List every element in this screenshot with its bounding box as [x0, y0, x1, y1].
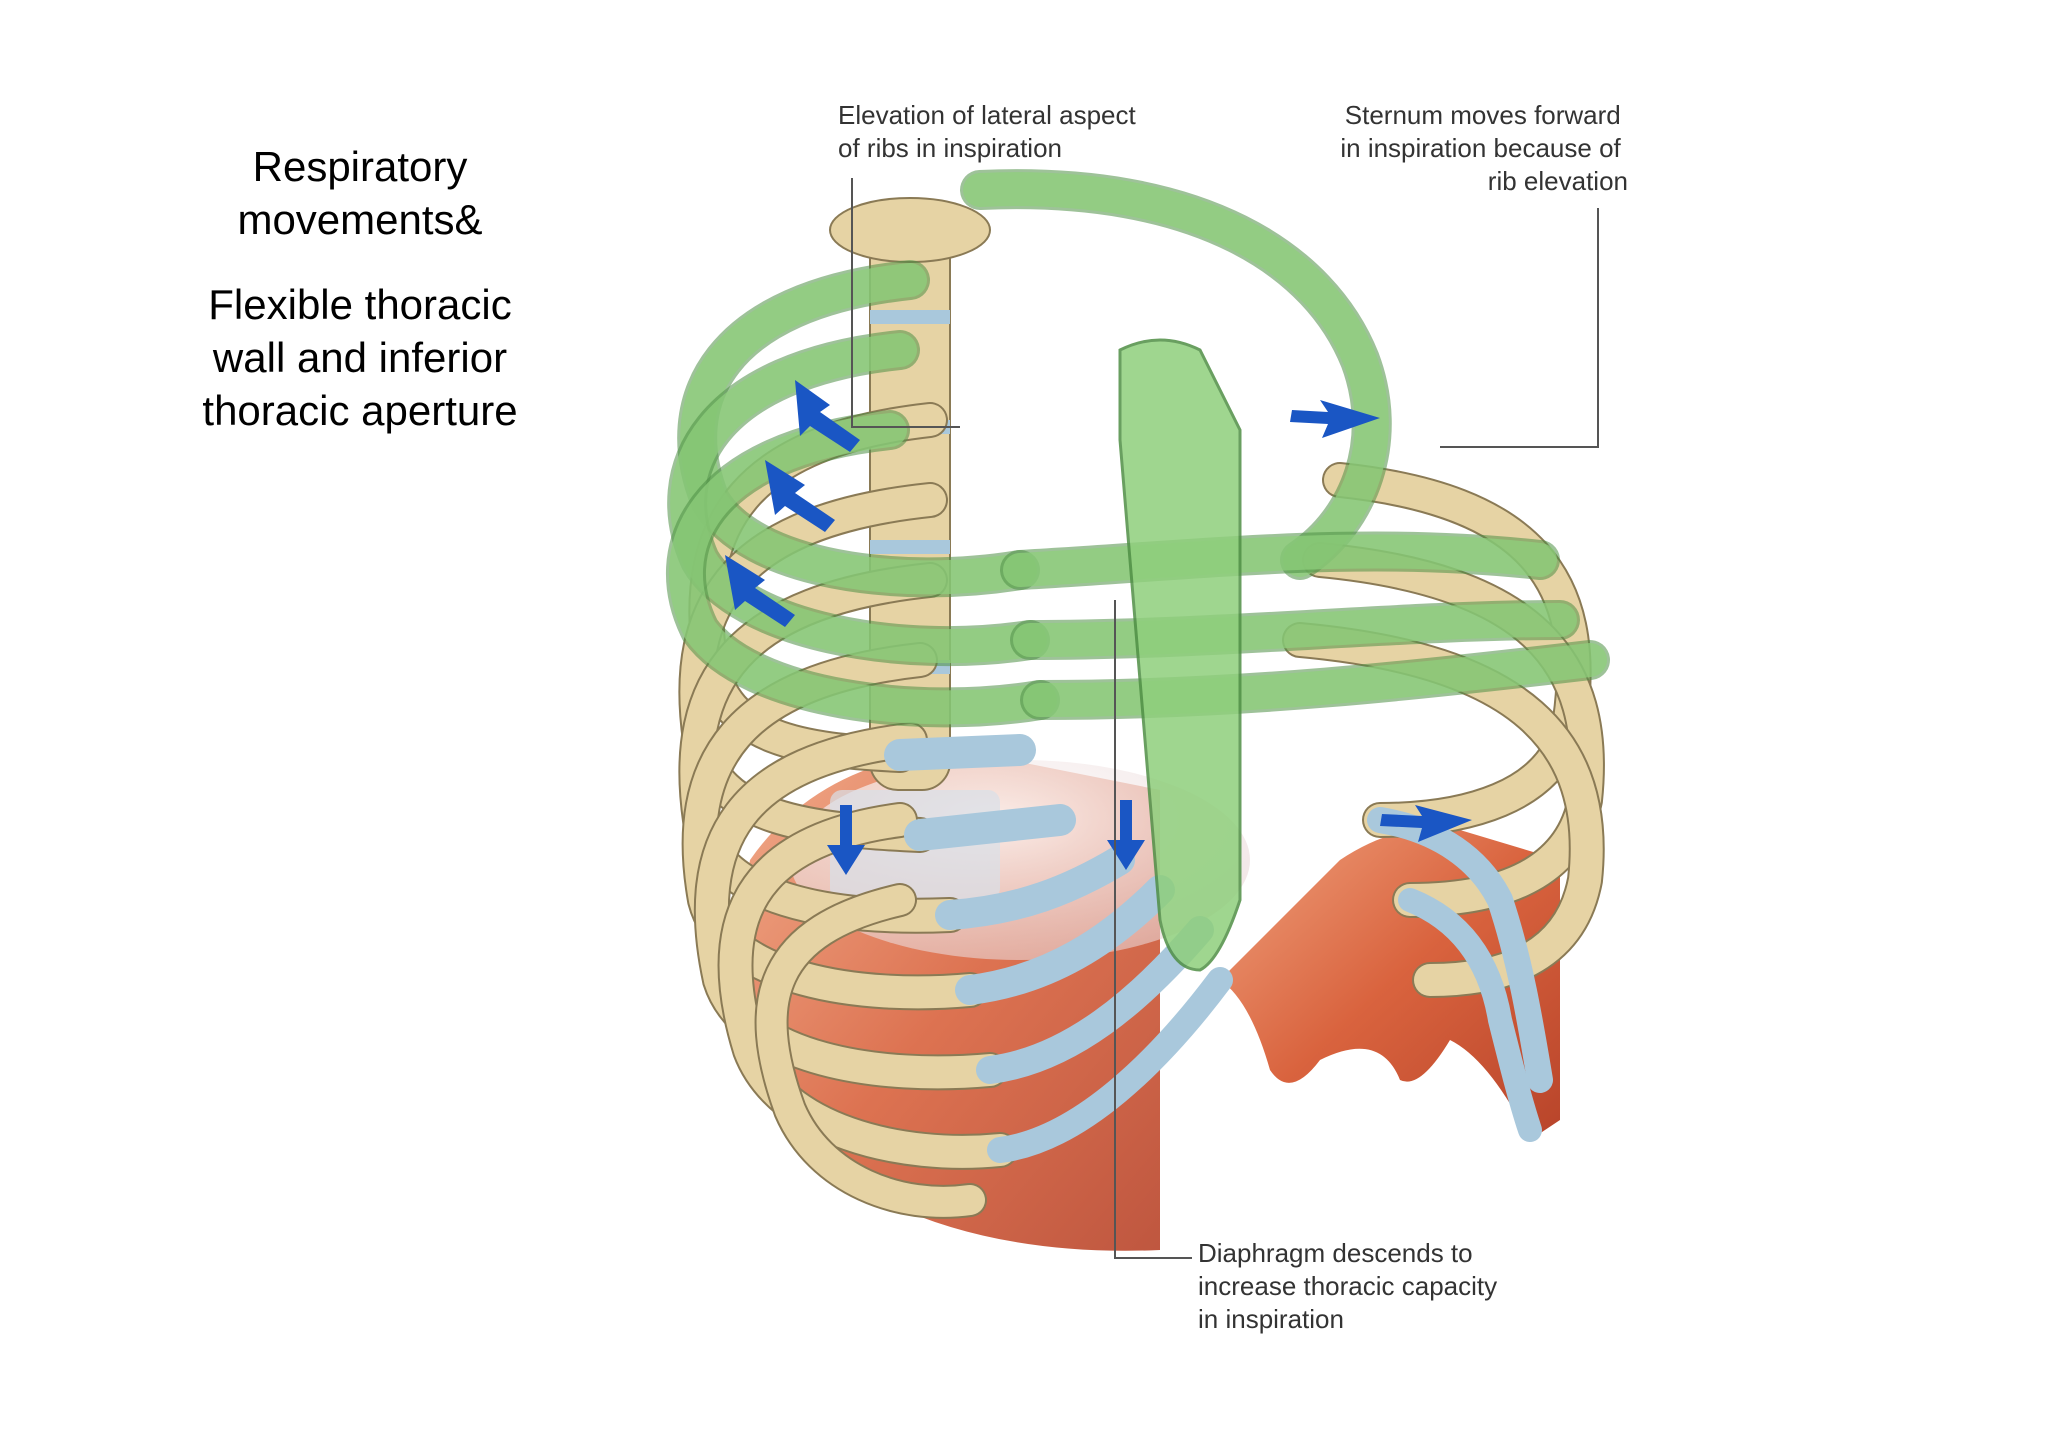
thoracic-cage-figure: Elevation of lateral aspect of ribs in i…	[600, 100, 1850, 1360]
title-line-2: movements&	[237, 196, 483, 243]
title-line-1: Respiratory	[252, 143, 468, 190]
arrow-icon	[765, 460, 835, 532]
subtitle-line-1: Flexible thoracic	[208, 281, 512, 328]
leader-line-lateral-ribs	[851, 178, 960, 428]
subtitle-line-2: wall and inferior	[212, 334, 508, 381]
callout-lateral-ribs: Elevation of lateral aspect of ribs in i…	[838, 100, 1143, 163]
arrow-icon	[1290, 400, 1380, 438]
arrow-icon	[795, 380, 860, 452]
arrow-icon	[1107, 800, 1145, 870]
sternum	[1118, 338, 1242, 972]
arrow-icon	[1380, 805, 1472, 842]
arrow-icon	[725, 555, 795, 627]
thoracic-cage-illustration: Elevation of lateral aspect of ribs in i…	[666, 100, 1628, 1334]
movement-arrows	[725, 380, 1472, 875]
leader-lines	[851, 178, 1599, 1259]
callout-sternum: Sternum moves forward in inspiration bec…	[1340, 100, 1628, 196]
leader-line-sternum	[1440, 208, 1599, 448]
leader-line-diaphragm	[1114, 600, 1192, 1259]
elevated-upper-ribs	[666, 169, 1610, 728]
subtitle-line-3: thoracic aperture	[202, 387, 518, 434]
slide-title: Respiratory movements& Flexible thoracic…	[120, 140, 600, 437]
arrow-icon	[827, 805, 865, 875]
callout-diaphragm: Diaphragm descends to increase thoracic …	[1198, 1238, 1504, 1334]
